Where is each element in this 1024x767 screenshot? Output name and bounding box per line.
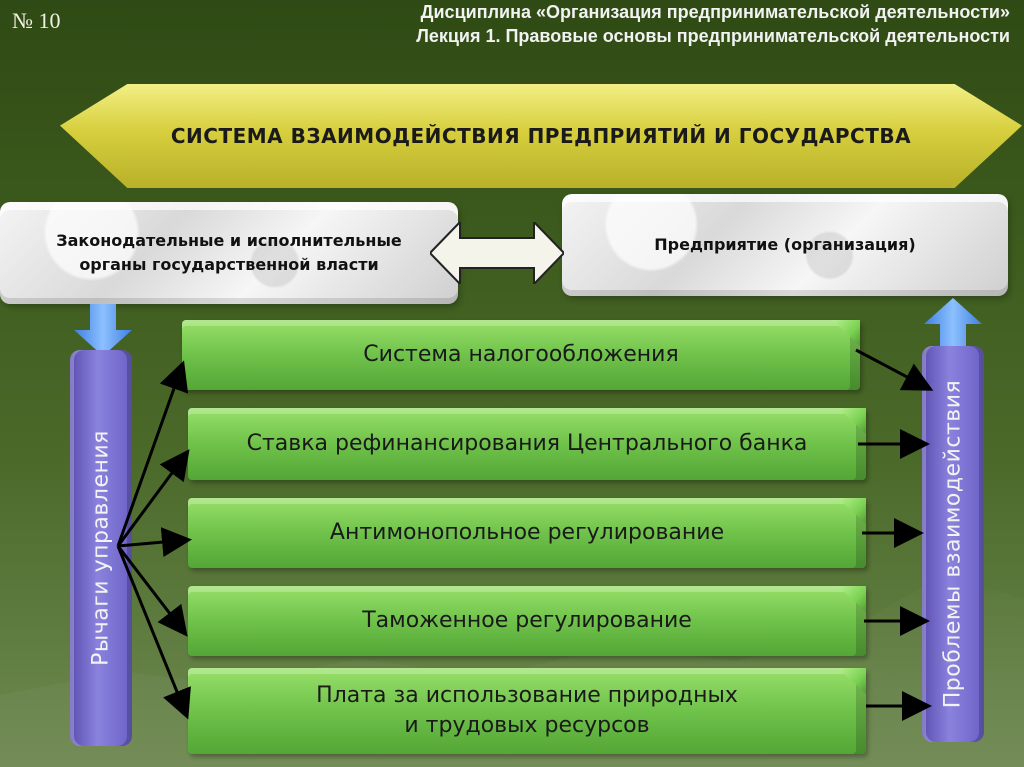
slide-number: № 10 — [12, 8, 61, 33]
item-2-text: Ставка рефинансирования Центрального бан… — [246, 431, 808, 456]
block-enterprise-label: Предприятие (организация) — [654, 235, 916, 254]
block-government-line-1: Законодательные и исполнительные — [56, 231, 402, 250]
item-3-text: Антимонопольное регулирование — [329, 520, 725, 545]
block-government-line-2: органы государственной власти — [79, 255, 379, 274]
item-5-text-line-2: и трудовых ресурсов — [404, 713, 650, 738]
item-box-1: Система налогообложения — [182, 320, 860, 390]
item-box-3: Антимонопольное регулирование — [188, 498, 866, 568]
banner-title: СИСТЕМА ВЗАИМОДЕЙСТВИЯ ПРЕДПРИЯТИЙ И ГОС… — [170, 124, 912, 148]
item-box-2: Ставка рефинансирования Центрального бан… — [188, 408, 866, 480]
item-box-5: Плата за использование природных и трудо… — [188, 668, 866, 754]
arrow-to-item-4 — [116, 545, 188, 637]
arrow-to-item-1 — [116, 360, 189, 547]
item-4-text: Таможенное регулирование — [362, 608, 692, 633]
header-line-1: Дисциплина «Организация предпринимательс… — [420, 2, 1010, 22]
block-government: Законодательные и исполнительные органы … — [0, 202, 458, 304]
blue-arrow-up-icon — [924, 298, 982, 350]
block-enterprise: Предприятие (организация) — [562, 194, 1008, 296]
arrow-to-item-5 — [116, 545, 191, 720]
arrow-from-item-1 — [855, 348, 934, 391]
header-line-2: Лекция 1. Правовые основы предпринимател… — [416, 26, 1010, 46]
arrow-to-item-3 — [117, 527, 192, 558]
bar-interaction-problems: Проблемы взаимодействия — [922, 346, 984, 742]
arrow-to-item-2 — [116, 449, 190, 547]
slide-header: Дисциплина «Организация предпринимательс… — [416, 0, 1010, 48]
item-5-text-line-1: Плата за использование природных — [316, 683, 738, 708]
double-arrow-icon — [430, 222, 564, 284]
blue-arrow-down-icon — [74, 304, 132, 356]
item-1-text: Система налогообложения — [363, 342, 679, 367]
item-box-4: Таможенное регулирование — [188, 586, 866, 656]
banner: СИСТЕМА ВЗАИМОДЕЙСТВИЯ ПРЕДПРИЯТИЙ И ГОС… — [60, 84, 1022, 188]
bar-control-levers: Рычаги управления — [70, 350, 132, 746]
